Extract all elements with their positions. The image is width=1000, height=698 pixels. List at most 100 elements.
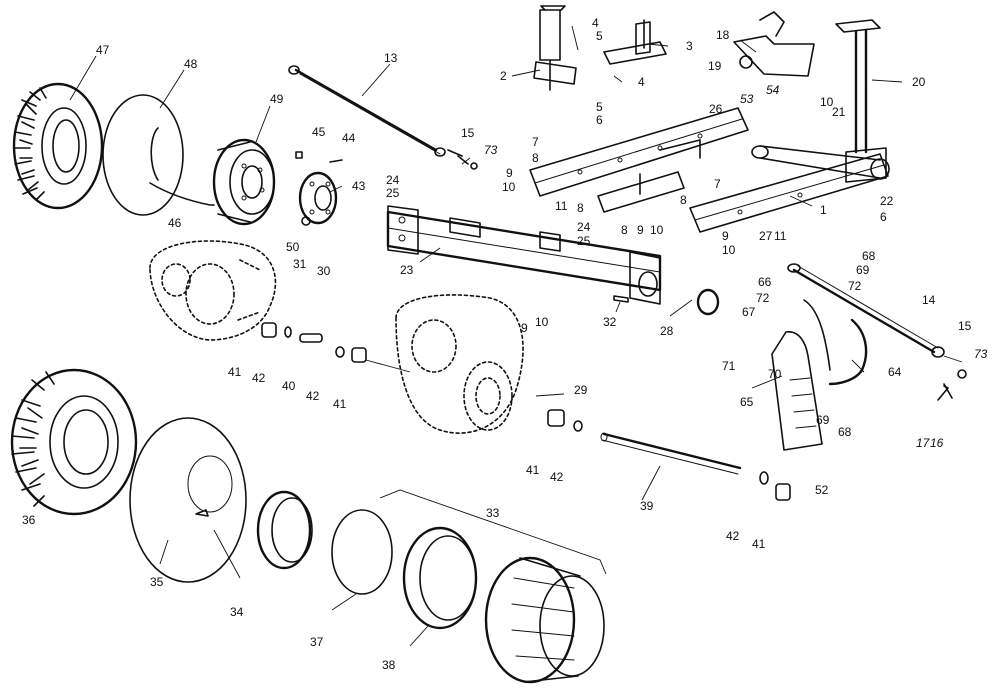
right-gearbox [395, 294, 524, 434]
curved-tine-64 [828, 318, 868, 386]
callout-33: 33 [486, 506, 500, 520]
lock-ring-37 [331, 509, 393, 595]
hub-flange [298, 171, 338, 226]
callout-1: 1 [820, 203, 827, 217]
callout-68-upper: 68 [862, 249, 876, 263]
main-axle-beam [386, 205, 662, 305]
upper-inner-tube [102, 94, 215, 216]
callout-38: 38 [382, 658, 396, 672]
callout-15-lower: 15 [958, 319, 972, 333]
callout-53: 53 [740, 92, 754, 106]
callout-44: 44 [342, 131, 356, 145]
callout-73-lower: 73 [974, 347, 988, 361]
callout-6-right: 6 [880, 210, 887, 224]
cross-tube [751, 145, 890, 180]
callout-31: 31 [293, 257, 307, 271]
callout-10-c: 10 [650, 223, 664, 237]
callout-47: 47 [96, 43, 110, 57]
frame-rail-right [689, 153, 889, 233]
left-shaft-components [261, 322, 411, 373]
callout-24-left: 24 [386, 173, 400, 187]
callout-11-left: 11 [555, 199, 568, 213]
callout-21: 21 [832, 105, 846, 119]
callout-36: 36 [22, 513, 36, 527]
assembly-bracket-33 [379, 489, 607, 575]
callout-10-a: 10 [820, 95, 834, 109]
callout-10-e: 10 [535, 315, 549, 329]
callout-10-d: 10 [722, 243, 736, 257]
callout-42-d: 42 [726, 529, 740, 543]
upper-tractor-tyre [12, 82, 104, 210]
seal-ring-28 [696, 288, 720, 316]
callout-29: 29 [574, 383, 588, 397]
callout-45: 45 [312, 125, 326, 139]
callout-65: 65 [740, 395, 754, 409]
lower-tractor-tyre [10, 368, 138, 516]
callout-18: 18 [716, 28, 730, 42]
callout-42-c: 42 [550, 470, 564, 484]
callout-27: 27 [759, 229, 773, 243]
callout-11-right: 11 [774, 229, 787, 243]
callout-15-upper: 15 [461, 126, 475, 140]
callout-40: 40 [282, 379, 296, 393]
callout-41-d: 41 [752, 537, 766, 551]
callout-72-right: 72 [848, 279, 862, 293]
callout-32: 32 [603, 315, 617, 329]
callout-50: 50 [286, 240, 300, 254]
callout-42-a: 42 [252, 371, 266, 385]
upper-wheel-rim [212, 138, 276, 226]
tine-plate-65 [771, 299, 831, 451]
frame-rail-left [529, 107, 749, 197]
callout-10-b: 10 [502, 180, 516, 194]
front-bracket-2 [533, 5, 577, 91]
rim-band-34 [256, 490, 313, 570]
callout-41-b: 41 [333, 397, 347, 411]
callout-24-right: 24 [577, 220, 591, 234]
callout-37: 37 [310, 635, 324, 649]
callout-9-c: 9 [722, 229, 729, 243]
wheel-drum-33 [484, 556, 605, 684]
callout-23: 23 [400, 263, 414, 277]
callout-19: 19 [708, 59, 722, 73]
callout-64: 64 [888, 365, 902, 379]
upper-tie-rod [288, 65, 478, 170]
linch-pin [937, 383, 953, 401]
callout-69-lower: 69 [816, 413, 830, 427]
callout-30: 30 [317, 264, 331, 278]
callout-8-c: 8 [621, 223, 628, 237]
callout-7-left: 7 [532, 135, 539, 149]
callout-26: 26 [709, 102, 723, 116]
callout-41-a: 41 [228, 365, 242, 379]
callout-46: 46 [168, 216, 182, 230]
callout-67: 67 [742, 305, 756, 319]
callout-35: 35 [150, 575, 164, 589]
callout-9-a: 9 [506, 166, 513, 180]
callout-9-b: 9 [637, 223, 644, 237]
callout-49: 49 [270, 92, 284, 106]
callout-48: 48 [184, 57, 198, 71]
callout-14: 14 [922, 293, 936, 307]
callout-7-right: 7 [714, 177, 721, 191]
callout-25-right: 25 [577, 234, 591, 248]
callout-2: 2 [500, 69, 507, 83]
callout-72-left: 72 [756, 291, 770, 305]
axle-shaft-39 [600, 432, 742, 475]
lower-inner-tube [129, 417, 247, 583]
leader-lines [69, 25, 963, 647]
callout-9-d: 9 [521, 321, 528, 335]
callout-54: 54 [766, 83, 780, 97]
support-post-20 [835, 19, 887, 183]
callout-42-b: 42 [306, 389, 320, 403]
small-bolts [295, 151, 343, 163]
callout-70: 70 [768, 367, 782, 381]
callout-3: 3 [686, 39, 693, 53]
callout-8-b: 8 [577, 201, 584, 215]
callout-6-upper: 6 [596, 113, 603, 127]
callout-25-left: 25 [386, 186, 400, 200]
lower-tie-rod [787, 263, 967, 379]
callout-20: 20 [912, 75, 926, 89]
callout-22: 22 [880, 194, 894, 208]
callout-28: 28 [660, 324, 674, 338]
callout-13: 13 [384, 51, 398, 65]
